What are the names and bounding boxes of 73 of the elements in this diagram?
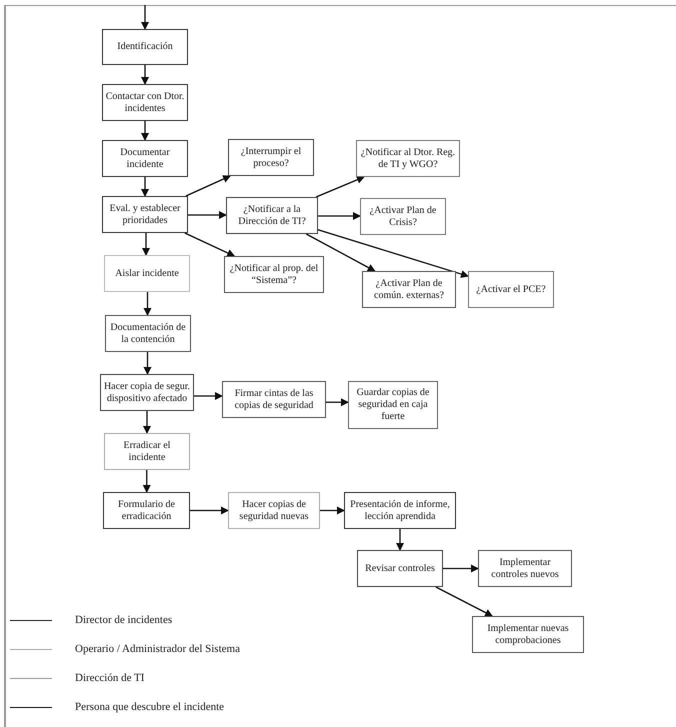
box-text: Presentación de informe, lección aprendida [349, 498, 451, 522]
box-text: Hacer copia de segur. dispositivo afectado [103, 380, 191, 404]
arrow [144, 352, 152, 375]
box-text: Documentar incidente [119, 146, 171, 170]
process-box [102, 140, 188, 177]
process-box [103, 492, 190, 529]
process-box [102, 196, 188, 233]
process-box [102, 29, 188, 65]
process-box [357, 550, 443, 587]
process-box [344, 492, 456, 529]
box-text: ¿Notificar a la Dirección de TI? [237, 204, 307, 228]
arrow [326, 398, 349, 406]
process-box [228, 139, 314, 176]
box-text: Revisar controles [365, 562, 435, 574]
arrow [141, 177, 149, 197]
arrow [436, 586, 493, 617]
process-box [348, 381, 438, 429]
process-box [478, 550, 572, 587]
box-text: Guardar copias de seguridad en caja fuerte [356, 387, 430, 423]
box-text: Documentación de la contención [109, 322, 187, 346]
process-box [226, 197, 318, 234]
arrow [142, 470, 151, 493]
arrow [194, 392, 223, 400]
arrow [141, 5, 149, 30]
process-box [356, 140, 460, 177]
box-text: ¿Notificar al prop. del “Sistema”? [228, 262, 320, 286]
arrow [188, 211, 227, 219]
arrow [320, 506, 345, 514]
arrow [190, 506, 229, 514]
arrow [141, 65, 149, 85]
arrow [184, 232, 236, 257]
arrow [318, 212, 361, 220]
box-text: Erradicar el incidente [122, 440, 172, 464]
process-box [224, 256, 324, 293]
legend-text: Director de incidentes [75, 613, 172, 628]
process-box [100, 374, 194, 411]
box-text: Formulario de erradicación [117, 498, 176, 522]
box-text: Eval. y establecer prioridades [108, 202, 182, 226]
arrow [143, 411, 151, 434]
process-box [104, 255, 190, 292]
box-text: Hacer copias de seguridad nuevas [238, 498, 310, 522]
box-text: Aislar incidente [115, 268, 179, 280]
arrow [306, 233, 376, 272]
box-text: ¿Interrumpir el proceso? [240, 146, 302, 170]
arrow [141, 121, 149, 141]
box-text: Implementar controles nuevos [490, 556, 560, 580]
process-box [360, 198, 446, 235]
process-box [362, 271, 456, 308]
legend-text: Operario / Administrador del Sistema [75, 642, 240, 657]
arrow [186, 175, 232, 197]
process-box [468, 271, 554, 308]
arrow [443, 564, 479, 572]
process-box [228, 492, 320, 529]
legend-text: Persona que descubre el incidente [75, 700, 224, 715]
box-text: Contactar con Dtor. incidentes [105, 90, 185, 114]
box-text: Implementar nuevas comprobaciones [486, 622, 570, 646]
process-box [102, 84, 188, 121]
arrow [142, 233, 150, 256]
legend-text: Dirección de TI [75, 671, 144, 686]
arrow [318, 229, 469, 278]
box-text: ¿Activar Plan de Crisis? [368, 204, 438, 228]
box-text: ¿Activar el PCE? [476, 284, 546, 296]
arrow [396, 529, 404, 551]
process-box [222, 381, 326, 418]
arrow [144, 292, 152, 316]
box-text: Identificación [117, 41, 173, 53]
box-text: ¿Notificar al Dtor. Reg. de TI y WGO? [360, 146, 456, 170]
box-text: Firmar cintas de las copias de seguridad [234, 388, 314, 412]
box-text: ¿Activar Plan de común. externas? [373, 278, 445, 302]
arrow [316, 176, 365, 198]
process-box [472, 616, 584, 653]
process-box [104, 433, 190, 470]
process-box [105, 315, 191, 352]
